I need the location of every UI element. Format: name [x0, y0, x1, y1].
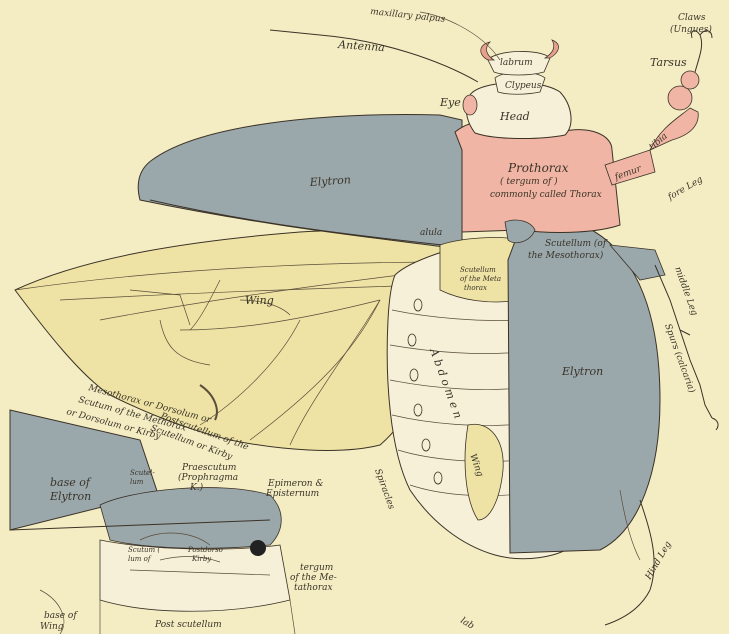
- label-tarsus: Tarsus: [650, 56, 687, 69]
- label-prothorax-1: Prothorax: [507, 161, 569, 175]
- label-tergum-2: of the Me-: [290, 573, 337, 583]
- label-scutellum-1: Scutellum (of: [545, 238, 608, 249]
- label-tergum-1: tergum: [300, 563, 333, 573]
- label-base-wing-1: base of: [44, 611, 78, 621]
- label-eye: Eye: [439, 96, 461, 109]
- label-praescutum-1: Praescutum: [181, 463, 236, 473]
- inset-mesothorax: [100, 488, 281, 549]
- label-scutellum-meta-3: thorax: [464, 284, 487, 292]
- label-alula: alula: [420, 228, 442, 238]
- label-scutellum-small-1: Scutel-: [130, 469, 155, 477]
- inset-dark-spot: [250, 540, 266, 556]
- label-prothorax-2: ( tergum of ): [500, 176, 558, 187]
- label-scutum-1: Scutum (: [128, 546, 160, 554]
- label-head: Head: [499, 110, 530, 123]
- label-scutellum-meta-1: Scutellum: [460, 266, 496, 274]
- label-spiracles: Spiracles: [372, 468, 396, 512]
- label-wing: Wing: [245, 294, 274, 307]
- label-fore-leg: fore Leg: [666, 175, 705, 203]
- label-praescutum-2: (Prophragma: [178, 472, 238, 483]
- mandible-right: [545, 40, 559, 58]
- label-epimeron-1: Epimeron &: [267, 479, 323, 489]
- label-claws-2: (Ungues): [670, 24, 712, 35]
- label-spurs: Spurs (calcaria): [662, 322, 697, 395]
- label-postscutellum-bottom: Post scutellum: [154, 620, 222, 630]
- label-scutellum-2: the Mesothorax): [528, 250, 604, 261]
- label-base-elytron-1: base of: [50, 476, 92, 489]
- label-postdorso-1: Postdorso: [187, 546, 223, 554]
- label-antenna: Antenna: [337, 38, 385, 54]
- antenna: [270, 30, 478, 82]
- label-scutellum-meta-2: of the Meta: [460, 275, 501, 283]
- label-postdorso-2: Kirby: [191, 555, 212, 563]
- fore-leg: [605, 31, 712, 185]
- label-claws-1: Claws: [678, 13, 706, 23]
- label-maxillary-palpus: maxillary palpus: [370, 7, 446, 25]
- label-scutellum-small-2: lum: [130, 478, 144, 486]
- label-labium-partial: lab: [459, 616, 476, 632]
- label-tergum-3: tathorax: [294, 583, 333, 593]
- label-praescutum-3: K.): [189, 482, 204, 493]
- eye: [463, 95, 477, 115]
- label-base-elytron-2: Elytron: [49, 490, 91, 503]
- label-base-wing-2: Wing: [40, 622, 64, 632]
- label-scutum-2: lum of: [128, 555, 152, 563]
- label-hind-leg: Hind Leg: [643, 540, 673, 583]
- label-labrum: labrum: [500, 58, 533, 68]
- label-clypeus: Clypeus: [505, 81, 542, 91]
- label-middle-leg: middle Leg: [672, 266, 699, 318]
- label-epimeron-2: Episternum: [265, 489, 319, 499]
- label-prothorax-3: commonly called Thorax: [490, 190, 602, 200]
- label-elytron-right: Elytron: [561, 365, 603, 378]
